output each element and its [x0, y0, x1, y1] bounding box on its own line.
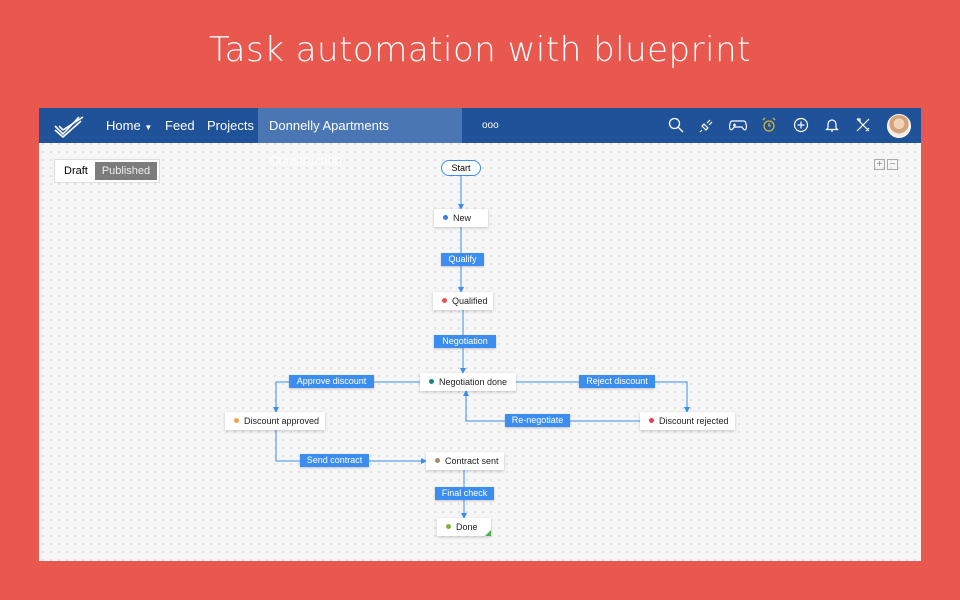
- state-done[interactable]: Done: [437, 518, 491, 536]
- status-dot: [443, 215, 448, 220]
- status-dot: [435, 458, 440, 463]
- nav-project-tab[interactable]: Donnelly Apartments Construction: [258, 108, 462, 168]
- zoom-out-button[interactable]: −: [887, 159, 898, 170]
- transition-negotiation[interactable]: Negotiation: [434, 335, 496, 348]
- bell-icon[interactable]: [824, 117, 840, 133]
- tools-icon[interactable]: [855, 117, 871, 133]
- state-new[interactable]: New: [434, 209, 488, 227]
- transition-re-negotiate[interactable]: Re-negotiate: [505, 414, 570, 427]
- connector: [463, 390, 640, 422]
- connector: [275, 430, 427, 464]
- draft-button[interactable]: Draft: [64, 165, 88, 177]
- status-dot: [429, 379, 434, 384]
- end-marker: [485, 530, 491, 536]
- nav-feed[interactable]: Feed: [165, 118, 195, 133]
- transition-reject-discount[interactable]: Reject discount: [579, 375, 655, 388]
- transition-approve-discount[interactable]: Approve discount: [289, 375, 374, 388]
- top-nav: Home ▼ Feed Projects Donnelly Apartments…: [39, 108, 921, 168]
- plug-icon[interactable]: [699, 117, 715, 133]
- state-negotiation-done[interactable]: Negotiation done: [420, 373, 516, 391]
- connector: [516, 381, 690, 413]
- status-dot: [234, 418, 239, 423]
- state-discount-approved[interactable]: Discount approved: [225, 412, 325, 430]
- transition-send-contract[interactable]: Send contract: [300, 454, 369, 467]
- start-node[interactable]: Start: [441, 160, 481, 176]
- search-icon[interactable]: [668, 117, 684, 133]
- status-dot: [442, 298, 447, 303]
- draft-published-toggle: Draft Published: [54, 159, 161, 183]
- add-icon[interactable]: [793, 117, 809, 133]
- headline: Task automation with blueprint: [209, 30, 751, 70]
- alarm-clock-icon[interactable]: [761, 117, 777, 133]
- state-discount-rejected[interactable]: Discount rejected: [640, 412, 735, 430]
- transition-final-check[interactable]: Final check: [435, 487, 494, 500]
- status-dot: [649, 418, 654, 423]
- flow-connectors: [273, 176, 690, 519]
- logo-icon: [54, 116, 84, 138]
- zoom-in-button[interactable]: +: [874, 159, 885, 170]
- status-dot: [446, 524, 451, 529]
- nav-home[interactable]: Home ▼: [106, 118, 153, 133]
- transition-qualify[interactable]: Qualify: [441, 253, 484, 266]
- app-window: Home ▼ Feed Projects Donnelly Apartments…: [39, 108, 921, 561]
- chevron-down-icon: ▼: [144, 123, 153, 132]
- gamepad-icon[interactable]: [728, 117, 748, 133]
- nav-projects[interactable]: Projects: [207, 118, 254, 133]
- published-button[interactable]: Published: [94, 162, 158, 180]
- user-avatar[interactable]: [887, 114, 911, 138]
- state-contract-sent[interactable]: Contract sent: [426, 452, 504, 470]
- state-qualified[interactable]: Qualified: [433, 292, 493, 310]
- more-menu[interactable]: ooo: [482, 120, 499, 131]
